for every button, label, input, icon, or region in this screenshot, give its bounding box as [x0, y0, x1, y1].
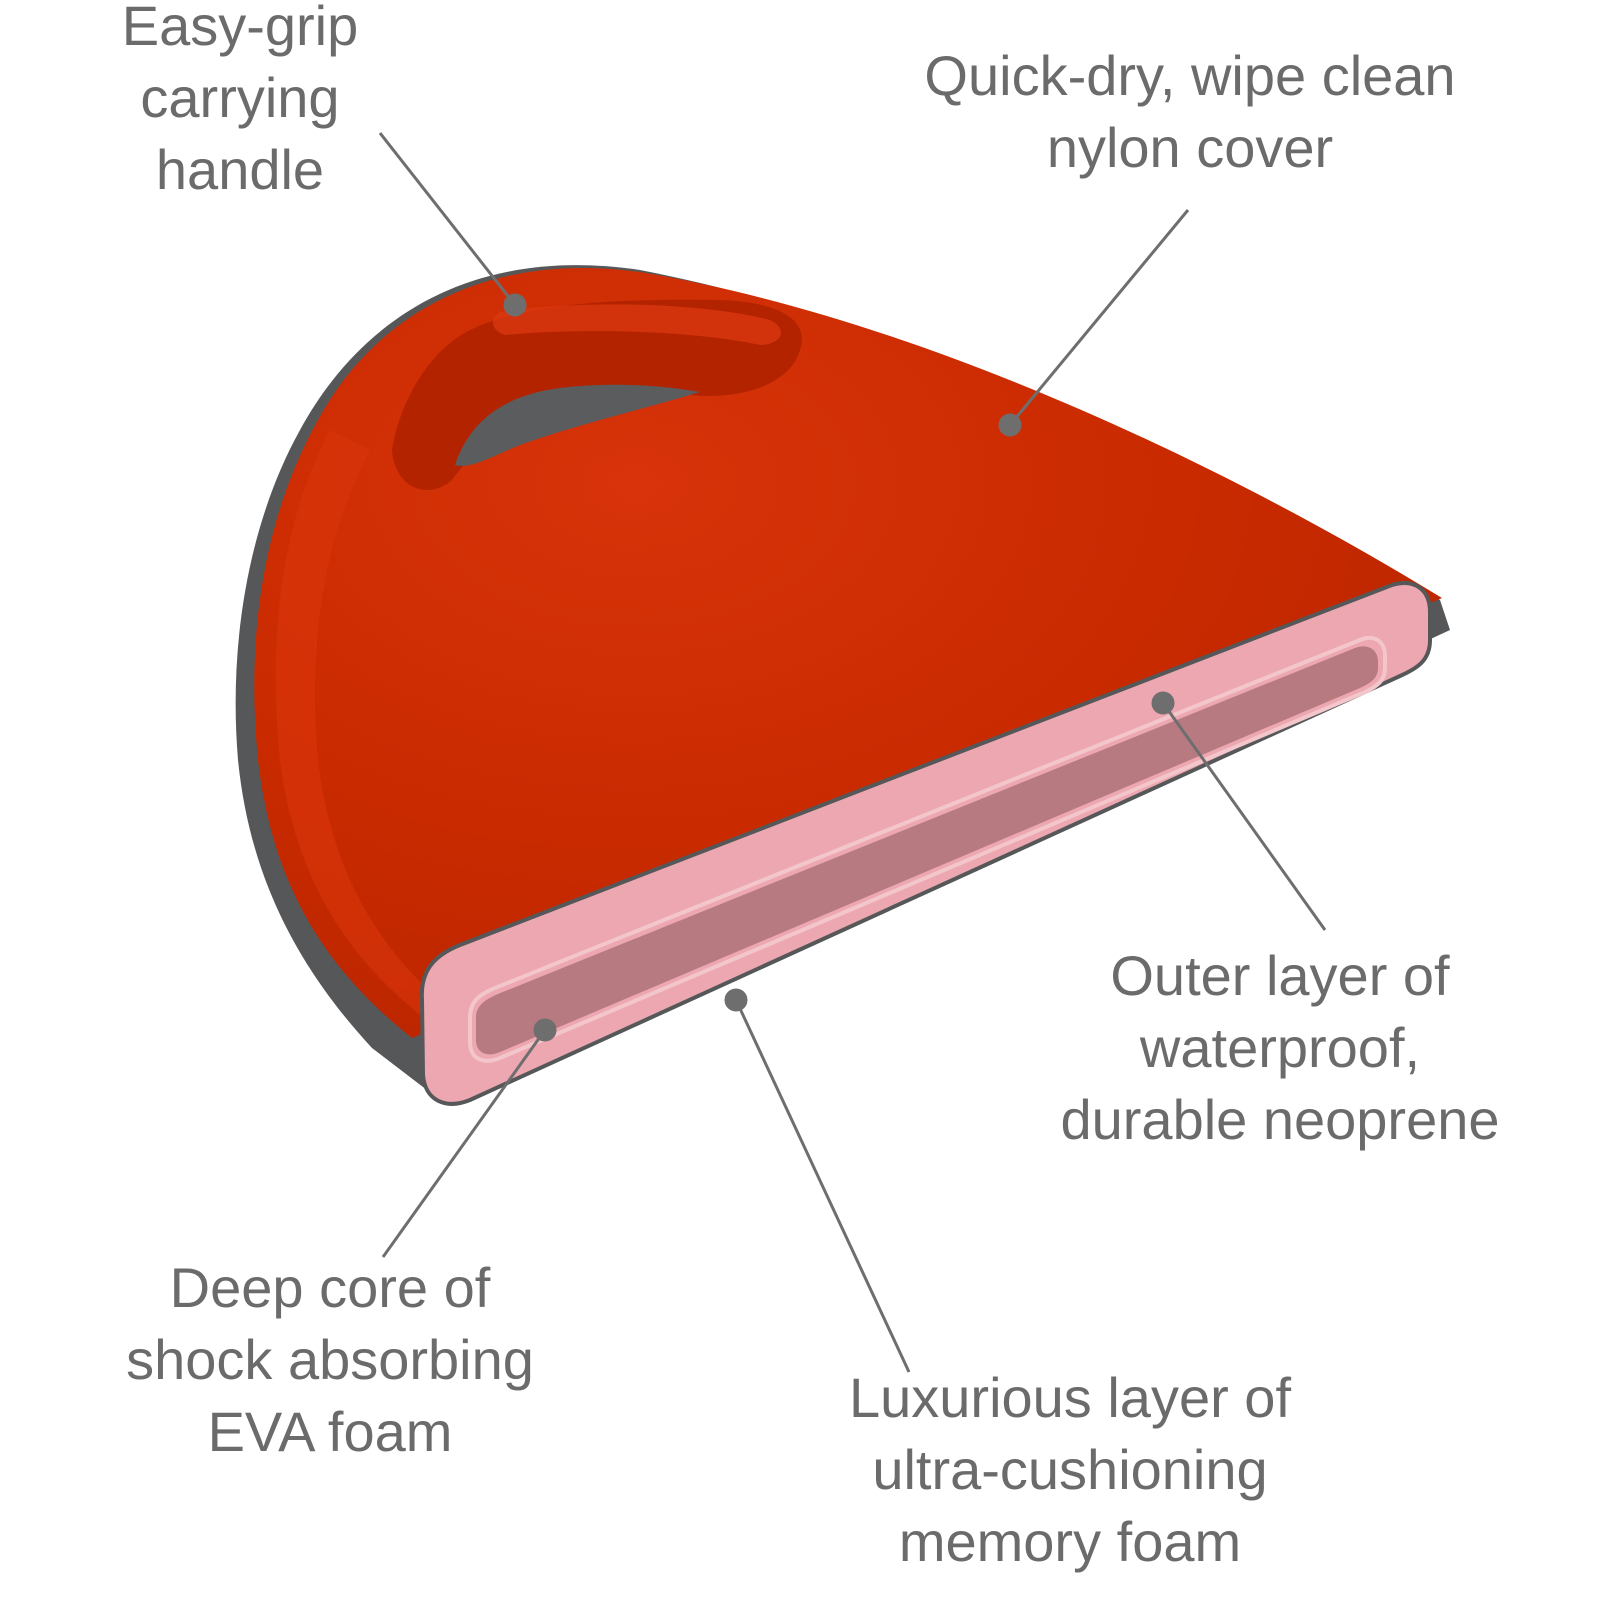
callout-line: carrying — [140, 66, 340, 129]
callout-line: Easy-grip — [121, 0, 359, 57]
callout-line: EVA foam — [207, 1400, 453, 1463]
callout-line: nylon cover — [1046, 116, 1334, 179]
callout-nylon-cover: Quick-dry, wipe clean nylon cover — [860, 40, 1520, 184]
callout-neoprene-layer: Outer layer of waterproof, durable neopr… — [1010, 940, 1550, 1156]
leader-neoprene — [1161, 702, 1327, 931]
leader-eva — [381, 1029, 547, 1258]
leader-neoprene-dot — [1151, 691, 1175, 715]
leader-handle-dot — [503, 293, 527, 317]
handle-hole-inner — [455, 384, 700, 466]
callout-line: ultra-cushioning — [872, 1438, 1268, 1501]
leader-cover-dot — [998, 413, 1022, 437]
eva-foam-core — [476, 646, 1378, 1055]
callout-line: handle — [155, 138, 325, 201]
callout-line: Luxurious layer of — [848, 1366, 1291, 1429]
handle-grip-highlight — [493, 304, 781, 345]
leader-eva-dot — [533, 1018, 557, 1042]
callout-line: waterproof, — [1139, 1016, 1421, 1079]
leader-lines — [378, 132, 1327, 1373]
cover-rim-highlight — [275, 430, 440, 1015]
callout-line: memory foam — [898, 1510, 1242, 1573]
callout-line: Outer layer of — [1110, 944, 1450, 1007]
callout-line: Deep core of — [169, 1256, 491, 1319]
leader-handle — [378, 132, 517, 306]
callout-line: Quick-dry, wipe clean — [924, 44, 1456, 107]
callout-line: durable neoprene — [1060, 1088, 1500, 1151]
leader-memory — [734, 999, 911, 1373]
callout-memory-foam: Luxurious layer of ultra-cushioning memo… — [790, 1362, 1350, 1578]
callout-carrying-handle: Easy-grip carrying handle — [60, 0, 420, 206]
callout-eva-core: Deep core of shock absorbing EVA foam — [80, 1252, 580, 1468]
leader-cover — [1008, 209, 1190, 426]
memory-foam-layer — [468, 636, 1387, 1063]
callout-line: shock absorbing — [126, 1328, 534, 1391]
nylon-cover — [254, 267, 1443, 1038]
leader-memory-dot — [724, 988, 748, 1012]
